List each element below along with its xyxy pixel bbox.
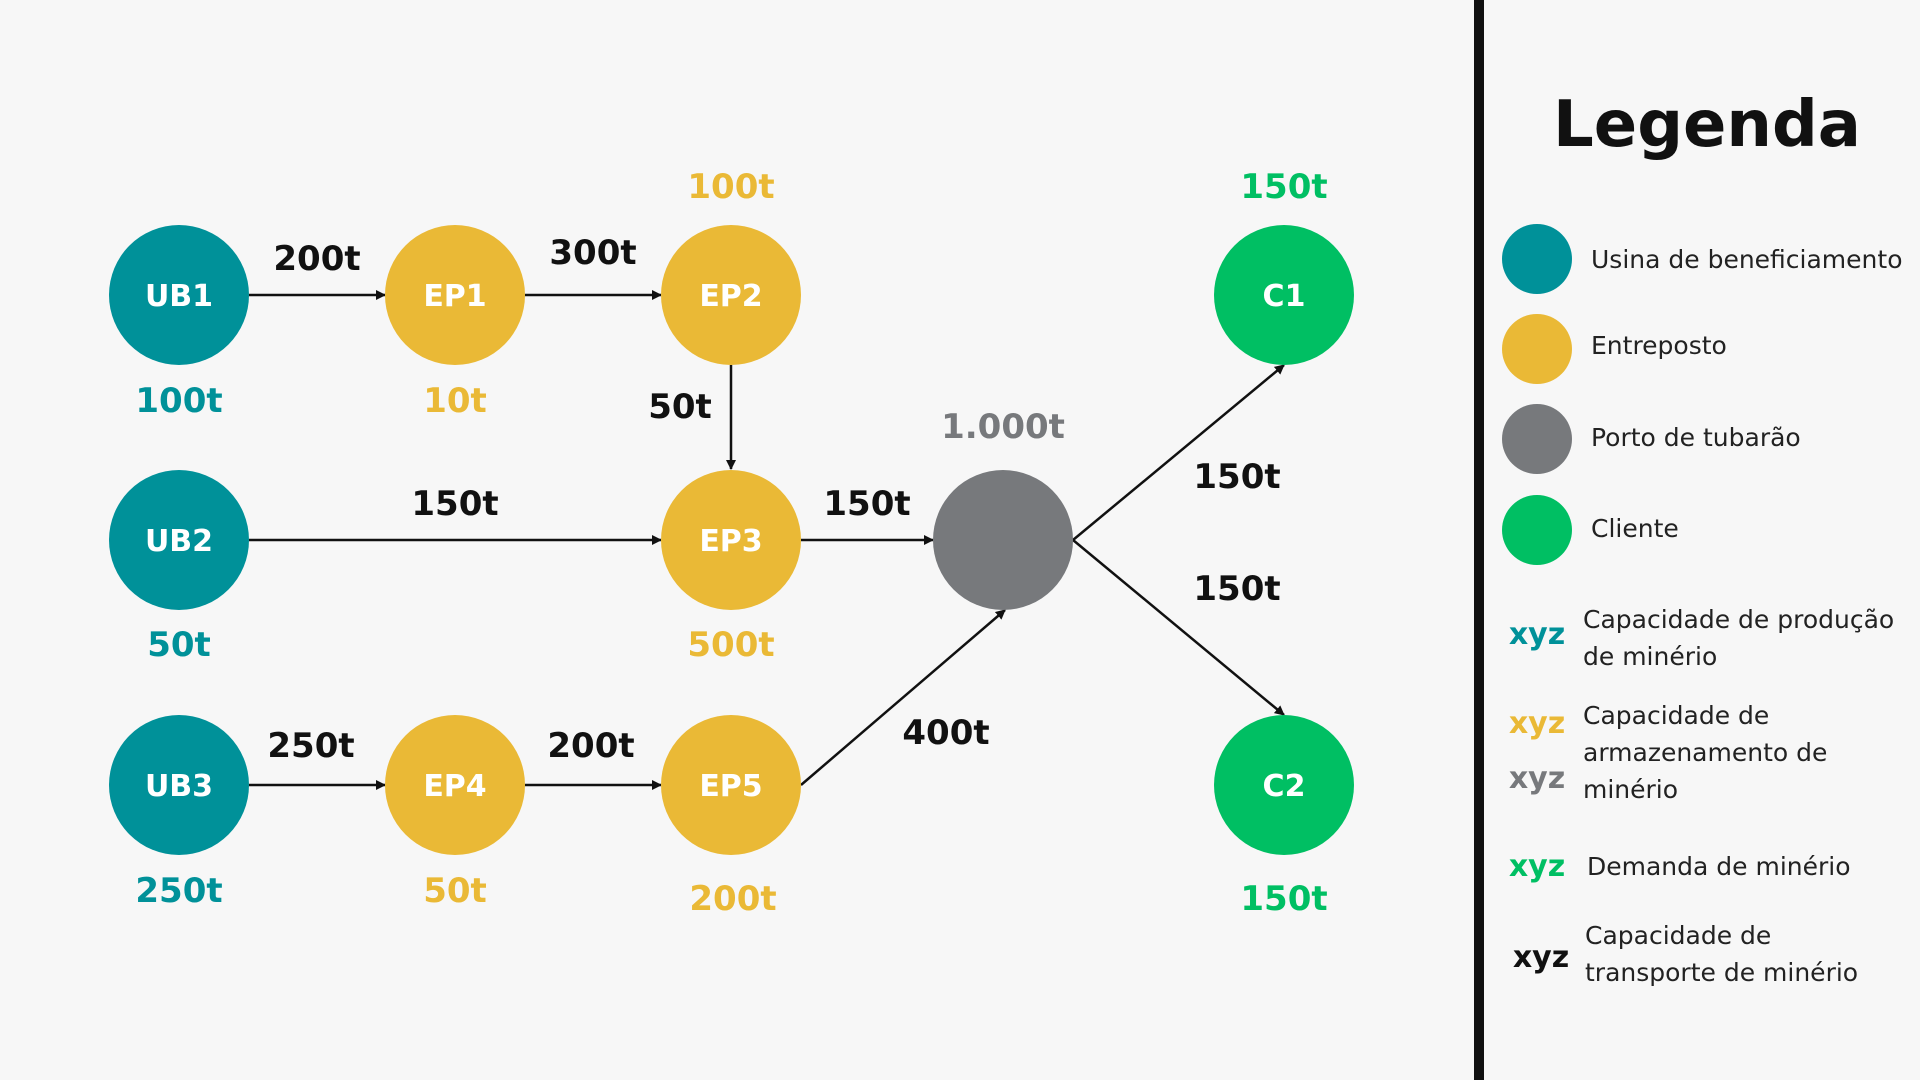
- capacity-ep5: 200t: [689, 879, 776, 919]
- legend-armazenamento-line3: minério: [1583, 775, 1678, 804]
- capacity-ep4: 50t: [423, 871, 487, 911]
- edge-ep5-porto: [800, 609, 1006, 786]
- node-ep4: EP4: [385, 715, 525, 855]
- edge-label-porto-c1: 150t: [1193, 457, 1280, 497]
- legend-transporte-line1: Capacidade de: [1585, 921, 1771, 950]
- node-ep5: EP5: [661, 715, 801, 855]
- node-ep3: EP3: [661, 470, 801, 610]
- legend-transporte-xyz: xyz: [1513, 940, 1569, 975]
- legend-transporte-line2: transporte de minério: [1585, 958, 1858, 987]
- capacity-ep3: 500t: [687, 625, 774, 665]
- capacity-c1: 150t: [1240, 167, 1327, 207]
- node-ub2-label: UB2: [145, 524, 213, 559]
- legend-porto-swatch: [1502, 404, 1572, 474]
- node-ep2-label: EP2: [699, 279, 762, 314]
- legend-producao-xyz: xyz: [1509, 617, 1565, 652]
- legend-demanda-xyz: xyz: [1509, 849, 1565, 884]
- legend-armazenamento-line2: armazenamento de: [1583, 738, 1827, 767]
- legend-armazenamento-xyz-porto: xyz: [1509, 761, 1565, 796]
- node-ep2: EP2: [661, 225, 801, 365]
- legend-porto-label: Porto de tubarão: [1591, 423, 1801, 452]
- edge-label-ep4-ep5: 200t: [547, 726, 634, 766]
- edge-labels: 200t 300t 50t 150t 150t 250t 200t 400t 1…: [267, 233, 1280, 766]
- node-ub1-label: UB1: [145, 279, 213, 314]
- legend-cliente-swatch: [1502, 495, 1572, 565]
- edge-porto-c2: [1072, 539, 1285, 716]
- legend-usina-label: Usina de beneficiamento: [1591, 245, 1903, 274]
- legend-armazenamento-line1: Capacidade de: [1583, 701, 1769, 730]
- node-porto: [933, 470, 1073, 610]
- capacity-ub2: 50t: [147, 625, 211, 665]
- node-c2-label: C2: [1263, 769, 1306, 804]
- legend-divider: [1474, 0, 1484, 1080]
- edge-label-ep3-porto: 150t: [823, 484, 910, 524]
- legend-producao-line2: de minério: [1583, 642, 1717, 671]
- edge-label-ep5-porto: 400t: [902, 713, 989, 753]
- edge-label-ep2-ep3: 50t: [648, 387, 712, 427]
- node-ub2: UB2: [109, 470, 249, 610]
- capacity-labels: 100t 50t 250t 10t 100t 500t 50t 200t 1.0…: [135, 167, 1327, 919]
- node-c1-label: C1: [1263, 279, 1306, 314]
- edges: [249, 290, 1285, 790]
- capacity-ub1: 100t: [135, 381, 222, 421]
- node-c1: C1: [1214, 225, 1354, 365]
- legend-cliente-label: Cliente: [1591, 514, 1679, 543]
- edge-label-porto-c2: 150t: [1193, 569, 1280, 609]
- edge-porto-c1: [1072, 364, 1285, 541]
- edge-label-ep1-ep2: 300t: [549, 233, 636, 273]
- legend-entreposto-swatch: [1502, 314, 1572, 384]
- node-c2: C2: [1214, 715, 1354, 855]
- node-ep4-label: EP4: [423, 769, 486, 804]
- legend-usina-swatch: [1502, 224, 1572, 294]
- node-ub3: UB3: [109, 715, 249, 855]
- capacity-porto: 1.000t: [941, 407, 1065, 447]
- edge-label-ub1-ep1: 200t: [273, 239, 360, 279]
- legend-entreposto-label: Entreposto: [1591, 331, 1727, 360]
- legend-title: Legenda: [1553, 88, 1861, 162]
- node-ep3-label: EP3: [699, 524, 762, 559]
- edge-label-ub3-ep4: 250t: [267, 726, 354, 766]
- node-ep1-label: EP1: [423, 279, 486, 314]
- legend-demanda-label: Demanda de minério: [1587, 852, 1851, 881]
- legend-armazenamento-xyz-entreposto: xyz: [1509, 706, 1565, 741]
- edge-label-ub2-ep3: 150t: [411, 484, 498, 524]
- legend-producao-line1: Capacidade de produção: [1583, 605, 1894, 634]
- capacity-ep1: 10t: [423, 381, 487, 421]
- capacity-ep2: 100t: [687, 167, 774, 207]
- node-ep5-label: EP5: [699, 769, 762, 804]
- node-ub3-label: UB3: [145, 769, 213, 804]
- capacity-ub3: 250t: [135, 871, 222, 911]
- nodes: UB1 UB2 UB3 EP1 EP2 EP3 EP4 EP5: [109, 225, 1354, 855]
- legend: Legenda Usina de beneficiamento Entrepos…: [1502, 88, 1903, 987]
- node-ub1: UB1: [109, 225, 249, 365]
- node-ep1: EP1: [385, 225, 525, 365]
- capacity-c2: 150t: [1240, 879, 1327, 919]
